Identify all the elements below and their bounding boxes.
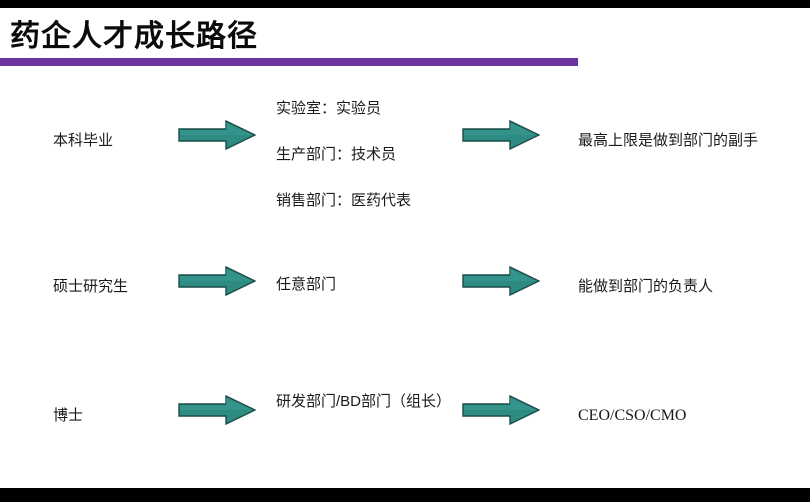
- right-arrow-icon: [462, 266, 542, 296]
- right-arrow-icon: [178, 266, 258, 296]
- right-arrow-icon: [462, 120, 542, 150]
- role-list: 任意部门: [276, 272, 456, 298]
- role-item: 销售部门：医药代表: [276, 192, 412, 209]
- slide-canvas: 药企人才成长路径 本科毕业 实验室：实验员 生产部门：技术员 销售部门：医药代表: [0, 8, 810, 488]
- role-item: 研发部门/BD部门（组长）: [276, 393, 452, 410]
- stage-label: 硕士研究生: [53, 278, 129, 295]
- role-list: 实验室：实验员 生产部门：技术员 销售部门：医药代表: [276, 86, 456, 224]
- role-list: 研发部门/BD部门（组长）: [276, 387, 451, 417]
- right-arrow-icon: [178, 395, 258, 425]
- path-row: 博士 研发部门/BD部门（组长） CEO/CSO/CMO: [0, 383, 810, 453]
- stage-label: 本科毕业: [53, 132, 114, 149]
- role-item: 任意部门: [276, 276, 337, 293]
- ceiling-text: CEO/CSO/CMO: [578, 407, 687, 424]
- role-item: 实验室：实验员: [276, 100, 382, 117]
- ceiling-label: CEO/CSO/CMO: [578, 401, 803, 431]
- role-item: 生产部门：技术员: [276, 146, 397, 163]
- right-arrow-icon: [462, 395, 542, 425]
- title-underline-bar: [0, 58, 578, 66]
- ceiling-label: 最高上限是做到部门的副手: [578, 126, 803, 156]
- path-row: 硕士研究生 任意部门 能做到部门的负责人: [0, 258, 810, 318]
- path-row: 本科毕业 实验室：实验员 生产部门：技术员 销售部门：医药代表 最高上: [0, 86, 810, 209]
- ceiling-text: 能做到部门的负责人: [578, 278, 714, 295]
- right-arrow-icon: [178, 120, 258, 150]
- stage-label: 博士: [53, 407, 84, 424]
- ceiling-text: 最高上限是做到部门的副手: [578, 132, 759, 149]
- ceiling-label: 能做到部门的负责人: [578, 272, 803, 302]
- page-title: 药企人才成长路径: [10, 20, 258, 53]
